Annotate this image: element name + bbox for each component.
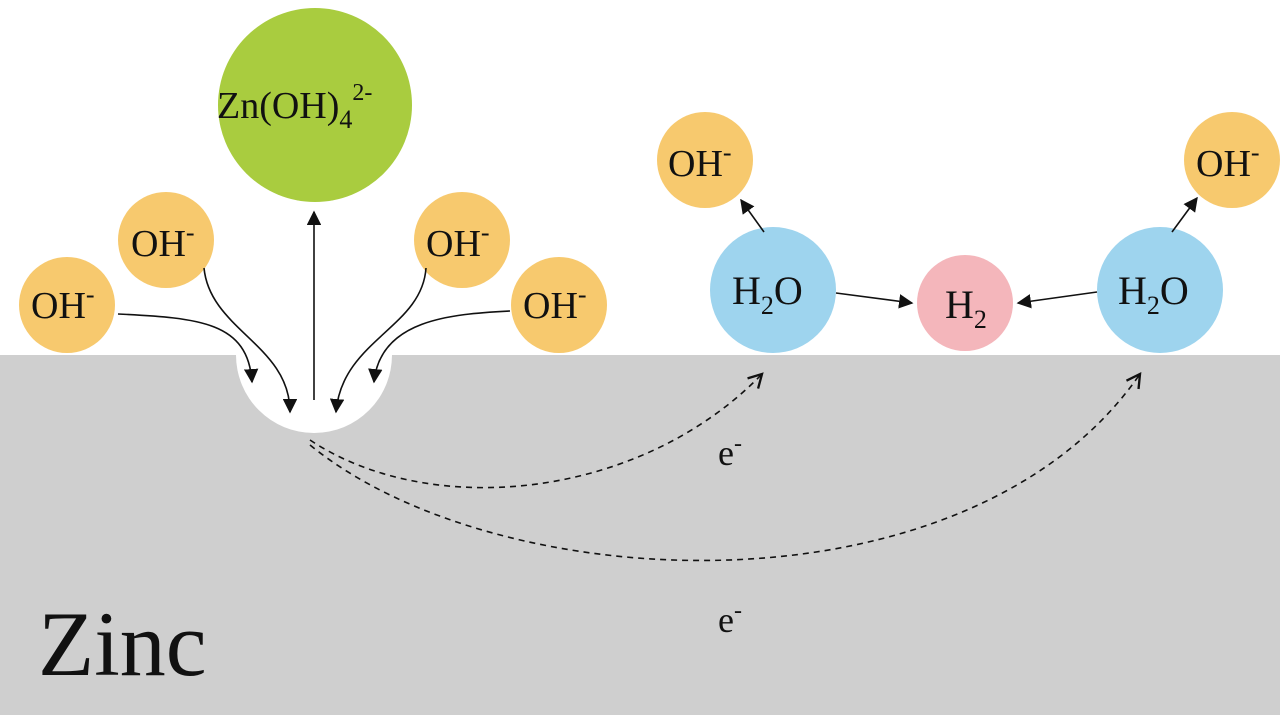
electron-path-arrow (309, 372, 1142, 562)
hydroxide-label: OH- (426, 218, 490, 265)
hydrogen-molecule (917, 255, 1013, 351)
zinc-label: Zinc (38, 593, 207, 695)
hydroxide-ion (511, 257, 607, 353)
hydroxide-flow-arrow (368, 310, 511, 384)
hydroxide-flow-arrow (329, 267, 427, 414)
hydroxide-label: OH- (523, 280, 587, 327)
electron-path-arrow (309, 372, 764, 489)
hydrogen-label: H2 (945, 282, 987, 334)
hydroxide-label: OH- (1196, 138, 1260, 185)
water-molecule (710, 227, 836, 353)
water-molecule (1097, 227, 1223, 353)
hydroxide-flow-arrow (117, 313, 259, 384)
water-label: H2O (732, 268, 803, 320)
hydroxide-label: OH- (131, 218, 195, 265)
hydroxide-label: OH- (668, 138, 732, 185)
hydrogen-formation-arrow (1016, 291, 1098, 309)
hydrogen-formation-arrow (835, 292, 914, 309)
water-label: H2O (1118, 268, 1189, 320)
hydroxide-ion (19, 257, 115, 353)
hydroxide-ion (657, 112, 753, 208)
zincate-label: Zn(OH)42- (217, 80, 372, 134)
hydroxide-label: OH- (31, 280, 95, 327)
zinc-substrate (0, 355, 1280, 715)
zincate-ion (218, 8, 412, 202)
hydroxide-ion (414, 192, 510, 288)
hydroxide-ion (1184, 112, 1280, 208)
electron-label: e- (718, 431, 742, 473)
hydroxide-release-arrow (740, 198, 765, 233)
hydroxide-flow-arrow (203, 267, 298, 414)
electron-label: e- (718, 598, 742, 640)
hydroxide-release-arrow (1171, 196, 1198, 233)
hydroxide-ion (118, 192, 214, 288)
